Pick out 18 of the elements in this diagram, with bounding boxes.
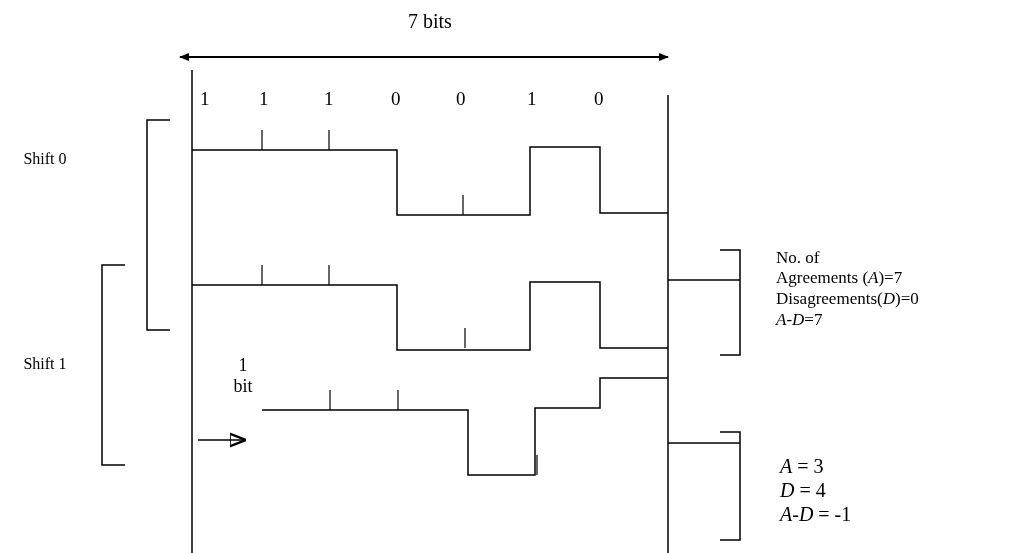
result-text: D = 4	[780, 479, 826, 502]
shift-label: Shift 1	[22, 355, 68, 374]
bit-value: 1	[259, 88, 269, 110]
bit-value: 0	[456, 88, 466, 110]
result-text: A = 3	[780, 455, 824, 478]
result-text: A-D = -1	[780, 503, 852, 526]
result-text: Disagreements(D)=0	[776, 289, 919, 309]
result-text: A-D=7	[776, 310, 823, 330]
bit-value: 0	[594, 88, 604, 110]
result-text: Agreements (A)=7	[776, 268, 903, 288]
bit-value: 1	[200, 88, 210, 110]
shift-label: Shift 0	[22, 150, 68, 169]
bit-value: 0	[391, 88, 401, 110]
bit-value: 1	[324, 88, 334, 110]
dimension-label: 7 bits	[408, 10, 452, 33]
result-text: No. of	[776, 248, 820, 268]
bit-value: 1	[527, 88, 537, 110]
shift-amount-label: 1 bit	[232, 355, 254, 397]
